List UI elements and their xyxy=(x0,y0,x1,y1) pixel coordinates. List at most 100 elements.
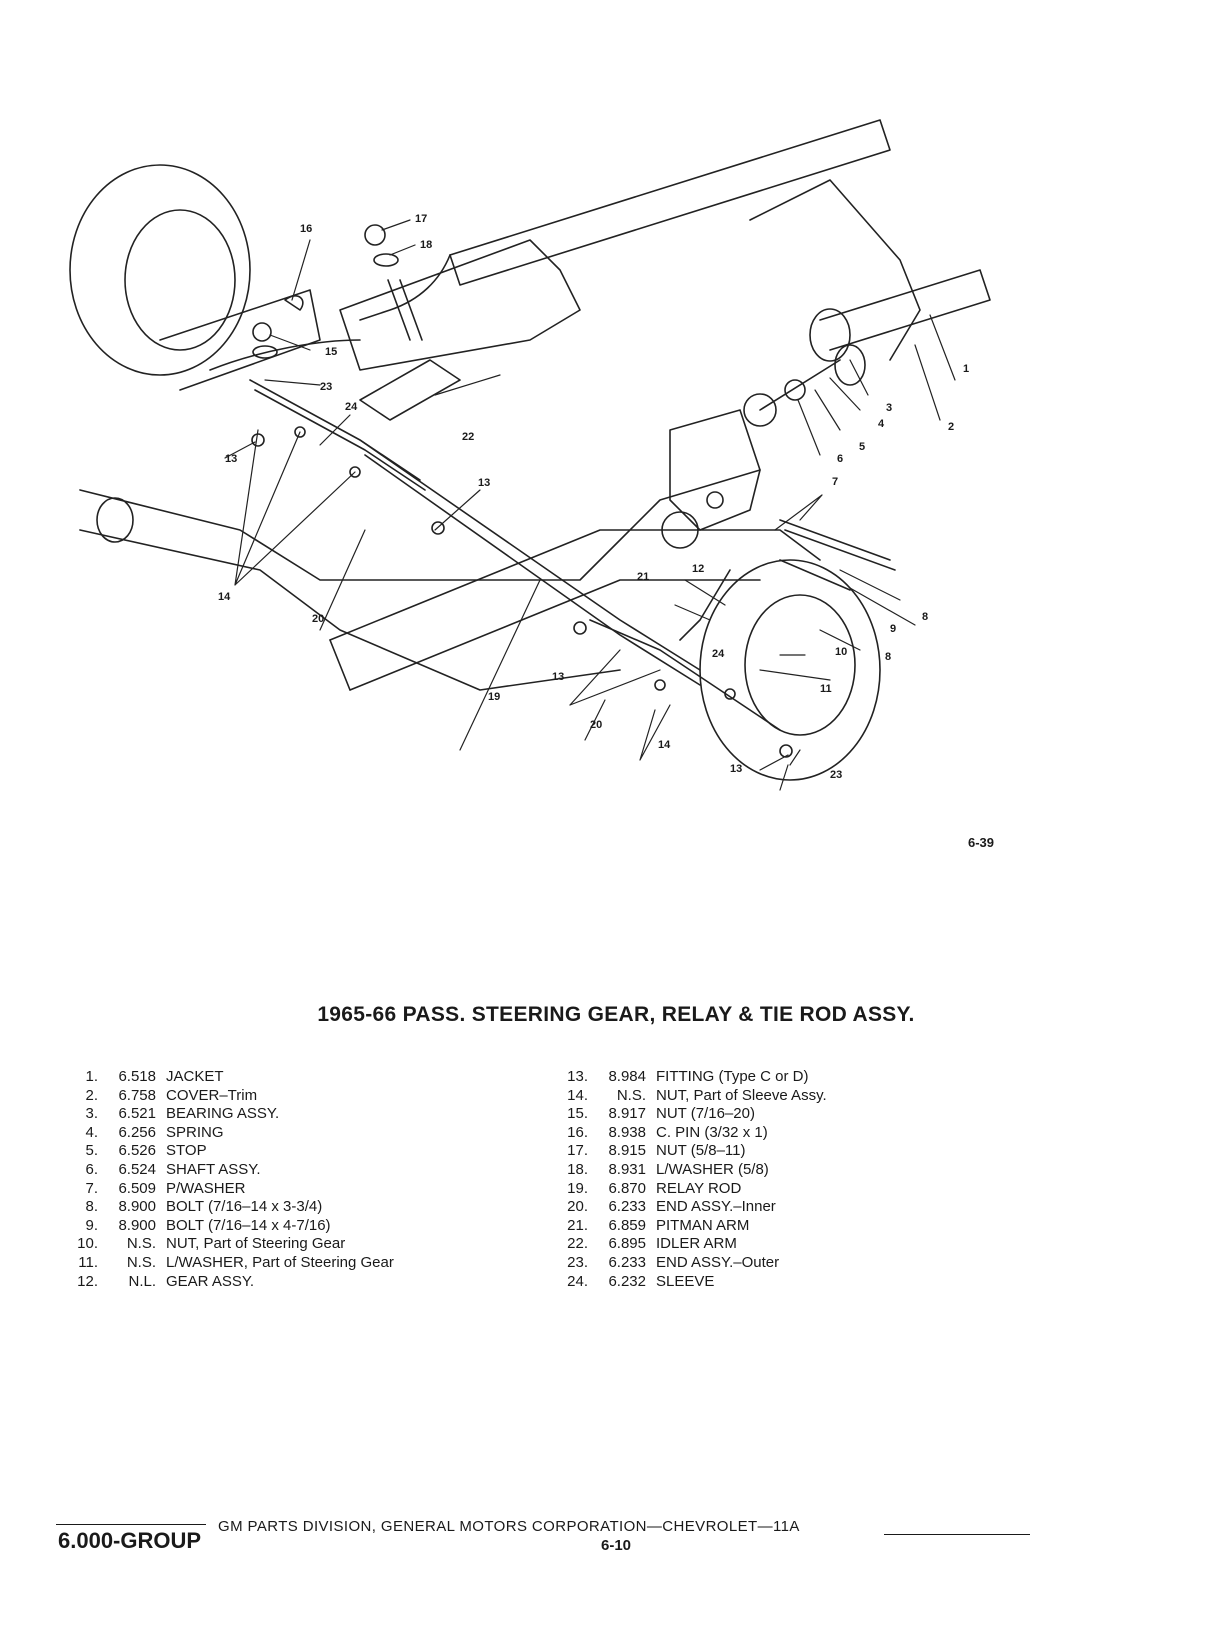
callout-13b: 13 xyxy=(478,477,490,489)
callout-14a: 14 xyxy=(218,591,231,603)
part-description: P/WASHER xyxy=(166,1179,246,1197)
item-number: 8. xyxy=(85,1198,98,1216)
page-title: 1965-66 PASS. STEERING GEAR, RELAY & TIE… xyxy=(317,1003,915,1026)
item-number: 9. xyxy=(85,1216,98,1234)
list-item: 14. N.S. NUT, Part of Sleeve Assy. xyxy=(552,1086,827,1106)
part-code: 6.521 xyxy=(118,1105,156,1123)
callout-5: 5 xyxy=(859,441,865,453)
relay-rod xyxy=(359,439,701,671)
part-description: COVER–Trim xyxy=(166,1086,258,1104)
item-number: 7. xyxy=(85,1179,98,1197)
callout-4: 4 xyxy=(878,418,885,430)
callout-19: 19 xyxy=(488,691,500,703)
item-number: 12. xyxy=(77,1272,98,1290)
callout-18: 18 xyxy=(420,239,432,251)
list-item: 2. 6.758 COVER–Trim xyxy=(62,1087,394,1106)
callout-20a: 20 xyxy=(312,613,324,625)
item-number: 16. xyxy=(567,1123,588,1141)
part-description: L/WASHER, Part of Steering Gear xyxy=(166,1253,394,1271)
pitman-arm xyxy=(679,569,731,641)
callout-23a: 23 xyxy=(320,381,332,393)
part-description: STOP xyxy=(166,1142,207,1160)
part-code: 6.524 xyxy=(118,1160,156,1178)
item-number: 18. xyxy=(567,1160,588,1178)
part-code: 6.895 xyxy=(608,1235,646,1253)
part-code: N.S. xyxy=(126,1235,156,1253)
item-number: 4. xyxy=(85,1123,98,1141)
idler-arm xyxy=(359,359,461,421)
callout-1: 1 xyxy=(963,363,969,375)
item-number: 14. xyxy=(567,1086,588,1104)
callout-10: 10 xyxy=(835,646,847,658)
part-description: L/WASHER (5/8) xyxy=(656,1160,769,1178)
item-number: 24. xyxy=(567,1272,588,1290)
part-code: 6.233 xyxy=(608,1253,646,1271)
callout-17: 17 xyxy=(415,213,427,225)
figure-reference: 6-39 xyxy=(968,835,995,850)
callout-12: 12 xyxy=(692,563,704,575)
part-code: 8.917 xyxy=(608,1105,646,1123)
part-description: PITMAN ARM xyxy=(656,1216,750,1234)
item-number: 21. xyxy=(567,1216,588,1234)
callout-24b: 24 xyxy=(712,648,725,660)
callout-22: 22 xyxy=(462,431,474,443)
part-code: 8.984 xyxy=(608,1068,646,1085)
part-code: 8.915 xyxy=(608,1142,646,1160)
list-item: 12. N.L. GEAR ASSY. xyxy=(62,1273,394,1292)
part-code: N.S. xyxy=(616,1086,646,1104)
list-item: 10.N.S.NUT, Part of Steering Gear xyxy=(62,1235,394,1254)
callout-23b: 23 xyxy=(830,769,842,781)
part-code: 6.256 xyxy=(118,1123,156,1141)
callout-9: 9 xyxy=(890,623,896,635)
item-number: 2. xyxy=(85,1086,98,1104)
part-code: 8.900 xyxy=(118,1198,156,1216)
part-description: BEARING ASSY. xyxy=(166,1105,280,1123)
item-number: 17. xyxy=(567,1142,588,1160)
part-description: FITTING (Type C or D) xyxy=(656,1068,809,1085)
footer-divider-left xyxy=(56,1524,206,1525)
item-number: 22. xyxy=(567,1235,588,1253)
part-description: NUT, Part of Sleeve Assy. xyxy=(656,1086,827,1104)
group-number: 6.000-GROUP xyxy=(58,1528,202,1553)
item-number: 23. xyxy=(567,1253,588,1271)
steering-column xyxy=(819,269,991,351)
callout-6: 6 xyxy=(837,453,843,465)
item-number: 15. xyxy=(567,1105,588,1123)
part-code: 6.859 xyxy=(608,1216,646,1234)
part-code: 6.758 xyxy=(118,1086,156,1104)
callout-14b: 14 xyxy=(658,739,671,751)
item-number: 10. xyxy=(77,1235,98,1253)
page-number: 6-10 xyxy=(600,1537,632,1554)
item-number: 5. xyxy=(85,1142,98,1160)
callout-8a: 8 xyxy=(922,611,928,623)
part-code: 8.900 xyxy=(118,1216,156,1234)
exploded-diagram: 1 2 3 4 5 6 7 8 8 9 10 11 12 13 13 13 13… xyxy=(60,110,1020,890)
list-item: 7. 6.509 P/WASHER xyxy=(62,1180,394,1199)
part-code: N.L. xyxy=(128,1272,156,1290)
item-number: 6. xyxy=(85,1160,98,1178)
item-number: 19. xyxy=(567,1179,588,1197)
part-code: 6.509 xyxy=(118,1179,156,1197)
callout-21: 21 xyxy=(637,571,649,583)
nut-17 xyxy=(364,224,386,246)
bolt-8 xyxy=(779,519,896,571)
callout-8b: 8 xyxy=(885,651,891,663)
frame-rail xyxy=(449,119,891,286)
part-description: GEAR ASSY. xyxy=(166,1272,255,1290)
part-description: END ASSY.–Inner xyxy=(656,1198,776,1216)
